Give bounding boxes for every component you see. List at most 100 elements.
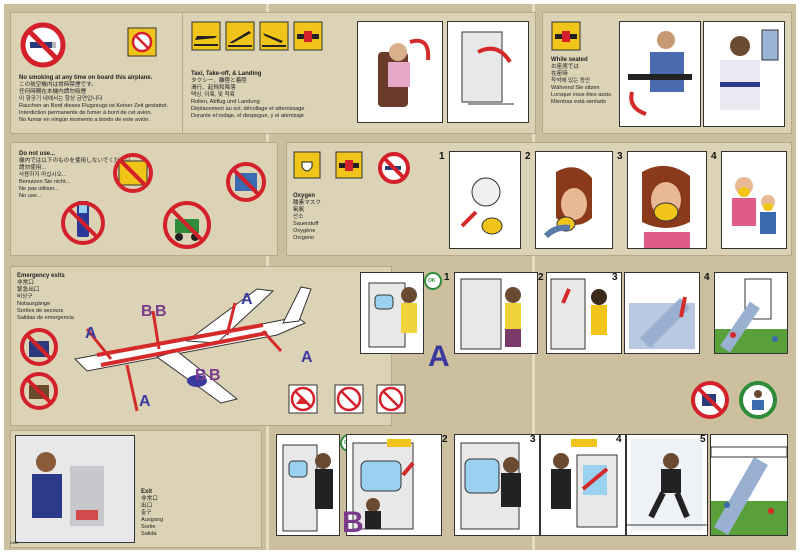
no-phone-icon [59,195,107,249]
door-label-a-rear-left: A [301,349,313,366]
door-b-step-1-frame [346,434,442,536]
exit-line-5: Sortie [141,524,156,530]
door-b-step-3-number: 3 [530,434,536,445]
no-smoking-line-6: No fumar en ningún momento a bordo de es… [19,117,150,123]
oxygen-step-4-number: 4 [711,151,717,162]
seatbelt-oxygen-icon [335,151,363,179]
taxi-line-5: Déplacement au sol, décollage et atterri… [191,106,305,112]
no-smoking-oxygen-icon [377,151,411,185]
no-heels-icon [288,384,318,414]
oxygen-step-2-frame [535,151,613,249]
illustration-aisle-exit [15,435,135,543]
panel-exit-sign: Exit 非常口 出口 출구 Ausgang Sortie Salida [10,430,262,548]
panel-taxi-takeoff-landing: Taxi, Take-off, & Landing タクシー、離陸と着陸 滑行、… [182,12,536,134]
taxi-line-1: タクシー、離陸と着陸 [191,78,247,84]
oxygen-line-0: Oxygen [293,193,316,199]
no-smoking-line-5: Interdiction permanente de fumer à bord … [19,110,153,116]
no-radio-icon [225,161,267,203]
door-a-step-2-number: 2 [538,272,544,283]
oxygen-line-4: Sauerstoff [293,221,319,227]
door-b-step-2-number: 2 [442,434,448,445]
oxygen-step-1-number: 1 [439,151,445,162]
taxi-line-0: Taxi, Take-off, & Landing [191,71,262,77]
exits-line-0: Emergency exits [17,273,65,279]
do-not-use-line-3: 사용하지 마십시오... [19,172,67,178]
seated-line-3: 착석해 있는 동안 [551,78,591,84]
door-a-step-4-number: 4 [704,272,710,283]
landing-icon [259,21,289,51]
no-briefcase-icon [19,371,59,411]
illustration-seated-passenger [703,21,785,127]
door-a-ok-text: OK [428,278,436,284]
no-smoking-line-3: 이 항공기 내에서는 항상 금연입니다 [19,96,103,102]
seated-line-2: 在座時 [551,71,568,77]
door-label-b-1: B [141,303,153,320]
no-smoking-sign-icon [127,27,157,57]
ok-slide-icon [738,380,778,420]
oxygen-line-6: Oxígeno [293,235,315,241]
seatbelt-icon [293,21,323,51]
exits-line-4: Notausgänge [17,301,51,307]
no-smoking-line-1: この航空機内は常時禁煙です。 [19,82,97,88]
exit-line-2: 出口 [141,503,153,509]
door-label-a-front-left: A [85,325,97,342]
taxi-line-2: 滑行、起飛和降落 [191,85,236,91]
exits-line-3: 비상구 [17,294,33,300]
panel-while-seated: While seated お座席では 在座時 착석해 있는 동안 Während… [542,12,792,134]
no-sharp-objects-icon [376,384,406,414]
taxi-line-6: Durante el rodaje, el despegue, y el ate… [191,113,304,119]
seated-line-0: While seated [551,57,588,63]
door-label-a-front-right: A [139,393,151,410]
do-not-use-line-4: Benutzen Sie nicht... [19,179,71,185]
door-a-step-4-frame [624,272,700,354]
door-b-step-4-frame [626,434,708,536]
oxygen-step-1-frame [449,151,521,249]
oxygen-line-5: Oxygène [293,228,316,234]
do-not-use-line-2: 請勿使用... [19,165,47,171]
taxi-line-3: 택싱, 이륙, 및 착륙 [191,92,235,98]
exit-line-4: Ausgang [141,517,164,523]
no-remote-toy-icon [161,199,213,251]
illustration-tray-table [447,21,529,123]
oxygen-step-4-frame [721,151,787,249]
door-b-big-label: B [342,506,364,539]
seated-line-1: お座席では [551,64,579,70]
footer-code: DAC [10,540,19,545]
illustration-seat-upright [357,21,443,123]
seated-line-5: Lorsque vous êtes assis [551,92,612,98]
ok-badge-icon [424,272,442,290]
oxygen-step-3-number: 3 [617,151,623,162]
illustration-fasten-belt [619,21,701,127]
exit-line-6: Salida [141,531,157,537]
do-not-use-line-0: Do not use... [19,151,55,157]
door-a-step-3-frame [546,272,622,354]
taxi-icon [191,21,221,51]
do-not-use-line-6: No use... [19,193,42,199]
door-a-step-2-frame [454,272,538,354]
door-a-step-5-frame [714,272,788,354]
oxygen-step-2-number: 2 [525,151,531,162]
door-a-step-1-number: 1 [444,272,450,283]
no-glasses-icon [334,384,364,414]
exits-line-5: Sorties de secours [17,308,64,314]
aircraft-exit-diagram [67,271,317,421]
door-a-step-3-number: 3 [612,272,618,283]
panel-do-not-use: Do not use... 機内では以下のものを使用しないでください 請勿使用.… [10,142,278,256]
door-label-b-2: B [155,303,167,320]
exit-line-3: 출구 [141,510,152,516]
taxi-line-4: Rollen, Abflug und Landung [191,99,260,105]
seatbelt-sign-icon [551,21,581,51]
exits-line-6: Salidas de emergencia [17,315,74,321]
exit-line-0: Exit [141,489,153,495]
door-label-b-4: B [209,367,221,384]
takeoff-icon [225,21,255,51]
do-not-use-line-1: 機内では以下のものを使用しないでください [19,158,131,164]
door-b-step-2-frame [454,434,540,536]
safety-card: No smoking at any time on board this air… [4,4,796,550]
door-label-b-3: B [195,367,207,384]
door-a-big-label: A [428,340,450,373]
exits-line-1: 非常口 [17,280,34,286]
door-a-step-1-frame [360,272,424,354]
panel-door-a: OK 1 2 3 4 A [344,266,790,378]
exit-line-1: 非常口 [141,496,158,502]
